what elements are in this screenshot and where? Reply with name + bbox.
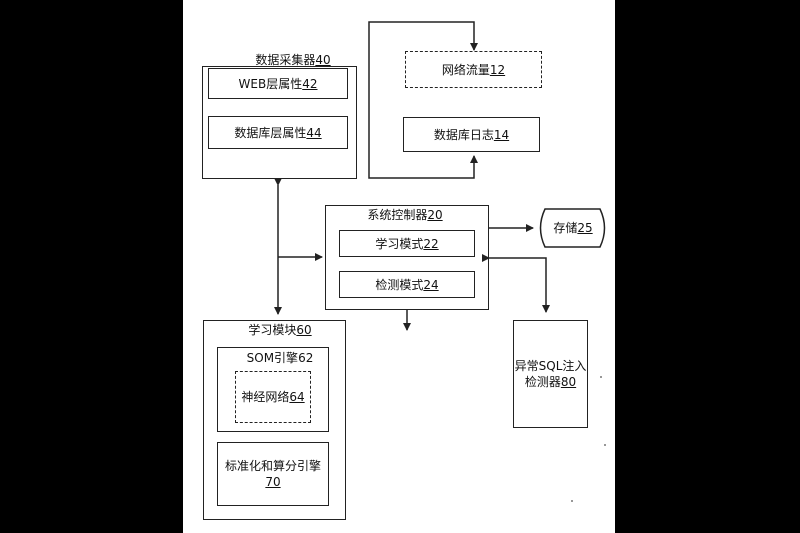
normalize-score-box: 标准化和算分引擎 70 — [217, 442, 329, 506]
som-engine-title: SOM引擎62 — [246, 351, 314, 365]
scan-speck — [600, 376, 602, 378]
system-controller-box — [325, 205, 489, 310]
learning-module-title: 学习模块60 — [248, 323, 312, 337]
scan-speck — [571, 500, 573, 502]
controller-title: 系统控制器20 — [367, 208, 443, 222]
collector-title: 数据采集器40 — [255, 53, 331, 67]
scan-speck — [604, 444, 606, 446]
collector-box — [202, 66, 357, 179]
storage-label: 存储25 — [553, 221, 593, 235]
learning-module-box — [203, 320, 346, 520]
anomaly-detector-box: 异常SQL注入 检测器80 — [513, 320, 588, 428]
som-engine-box — [217, 347, 329, 432]
